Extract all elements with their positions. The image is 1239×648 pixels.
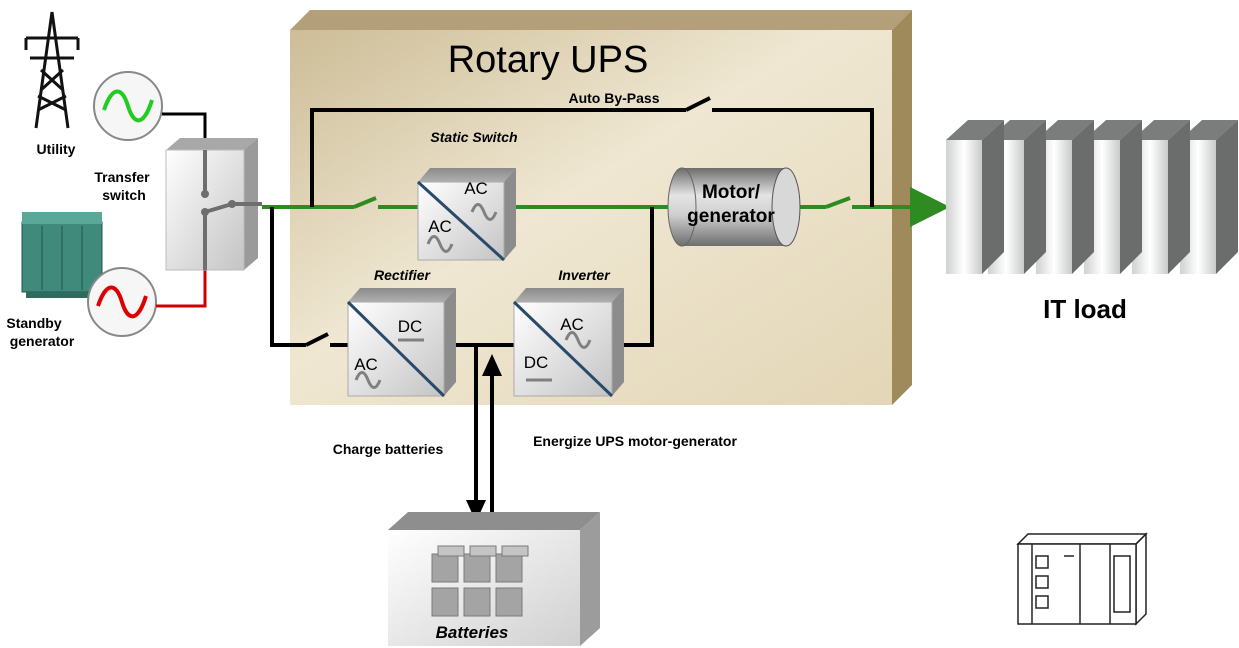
standby-generator-label-1: Standby xyxy=(6,315,61,331)
generator-unit-icon xyxy=(21,212,103,298)
utility-sine-icon xyxy=(93,71,163,141)
utility-feed-line xyxy=(162,112,207,140)
transfer-switch-label-2: switch xyxy=(102,187,146,203)
static-switch-block xyxy=(416,168,516,262)
transfer-switch-box xyxy=(165,138,262,271)
inverter-output: AC xyxy=(560,315,584,334)
utility-tower-icon xyxy=(24,11,80,129)
inverter-input: DC xyxy=(524,353,549,372)
static-switch-input: AC xyxy=(428,217,452,236)
inverter-block xyxy=(512,288,624,398)
rectifier-output: DC xyxy=(398,317,423,336)
generator-feed-line xyxy=(156,268,207,308)
ups-cabinet-sketch-icon xyxy=(1016,532,1148,626)
rectifier-input: AC xyxy=(354,355,378,374)
auto-bypass-label: Auto By-Pass xyxy=(568,90,659,106)
it-load-label: IT load xyxy=(1043,294,1127,324)
motor-generator-cylinder xyxy=(667,167,801,247)
inverter-label: Inverter xyxy=(558,267,611,283)
generator-sine-icon xyxy=(87,267,157,337)
standby-generator-label-2: generator xyxy=(10,333,75,349)
utility-label: Utility xyxy=(37,141,76,157)
transfer-switch-label-1: Transfer xyxy=(94,169,150,185)
battery-cells-icon xyxy=(431,545,529,617)
motor-generator-label-1: Motor/ xyxy=(702,182,761,203)
batteries-label: Batteries xyxy=(436,623,509,642)
motor-generator-label-2: generator xyxy=(687,206,775,227)
rectifier-block xyxy=(346,288,456,398)
static-switch-label: Static Switch xyxy=(430,129,517,145)
it-load-racks xyxy=(946,120,1238,274)
charge-batteries-label: Charge batteries xyxy=(333,441,444,457)
energize-motor-generator-label: Energize UPS motor-generator xyxy=(533,433,737,449)
static-switch-output: AC xyxy=(464,179,488,198)
main-power-path xyxy=(262,96,950,347)
ups-title: Rotary UPS xyxy=(448,39,649,81)
rectifier-label: Rectifier xyxy=(374,267,432,283)
battery-flow-arrows xyxy=(466,345,502,522)
